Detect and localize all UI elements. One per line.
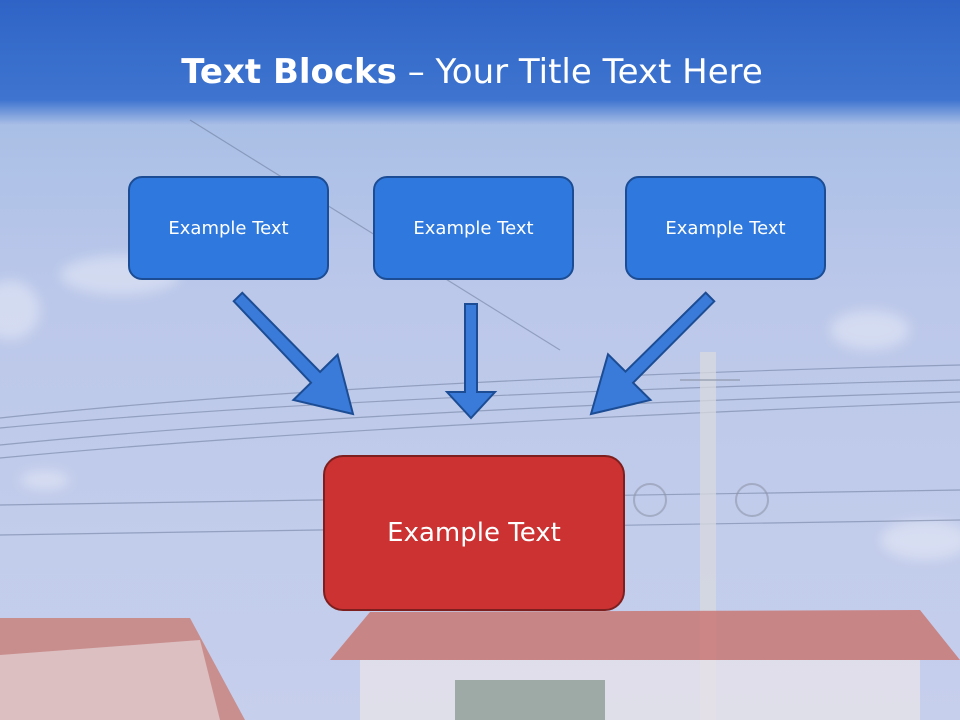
title-dash: – xyxy=(396,52,436,92)
arrow-center xyxy=(444,303,498,420)
cloud xyxy=(880,520,960,560)
page-title: Text Blocks – Your Title Text Here xyxy=(0,52,944,92)
cloud xyxy=(830,310,910,350)
cloud xyxy=(20,470,70,490)
title-bold: Text Blocks xyxy=(181,52,397,92)
text-block-2[interactable]: Example Text xyxy=(373,176,574,280)
text-block-3[interactable]: Example Text xyxy=(625,176,826,280)
arrow-left xyxy=(232,291,355,416)
title-rest: Your Title Text Here xyxy=(435,52,763,92)
main-text-block[interactable]: Example Text xyxy=(323,455,625,611)
text-block-1[interactable]: Example Text xyxy=(128,176,329,280)
arrow-right xyxy=(589,291,716,416)
